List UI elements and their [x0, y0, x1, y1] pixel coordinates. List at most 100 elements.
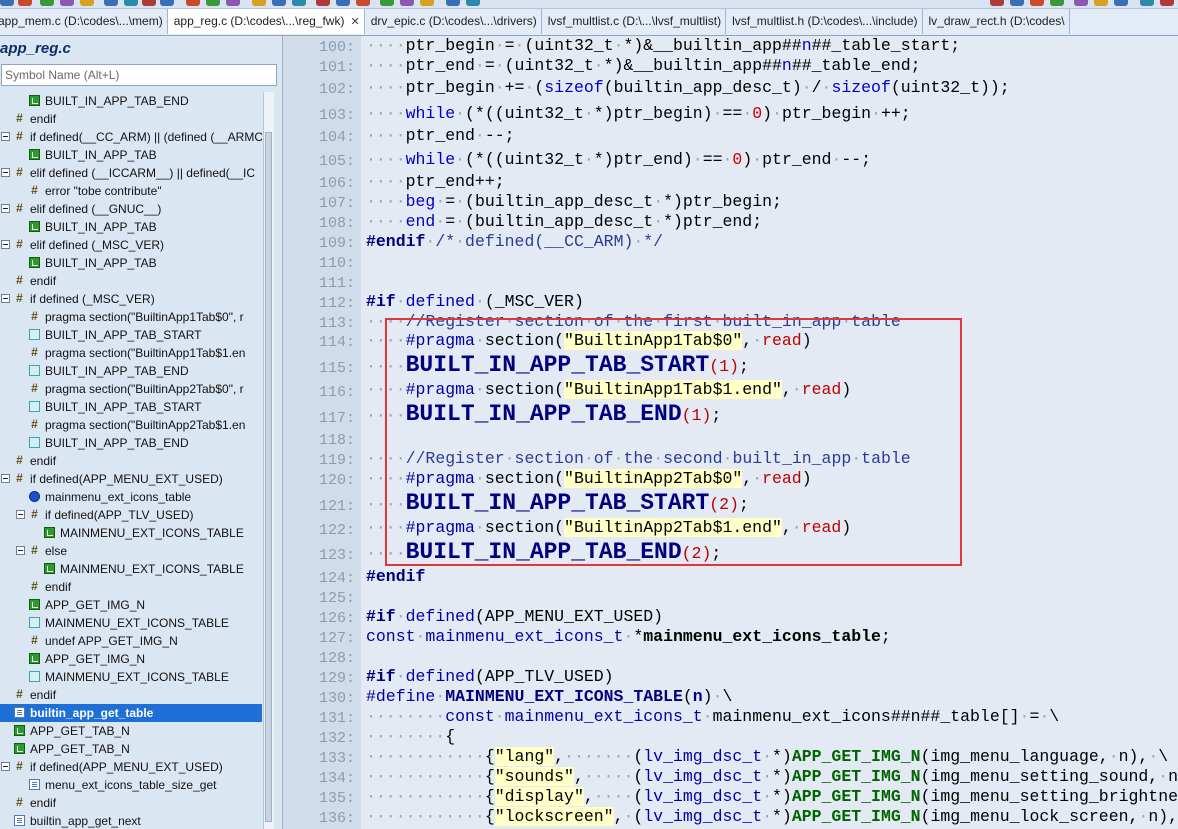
toolbar-button[interactable]: [226, 0, 240, 6]
toolbar-button[interactable]: [40, 0, 54, 6]
tree-item[interactable]: MAINMENU_EXT_ICONS_TABLE: [0, 560, 262, 578]
tree-item[interactable]: #endif: [0, 794, 262, 812]
code-editor[interactable]: 100:101:102:103:104:105:106:107:108:109:…: [283, 36, 1178, 829]
toolbar-button[interactable]: [18, 0, 32, 6]
collapse-icon[interactable]: [1, 294, 10, 303]
tree-item[interactable]: APP_GET_IMG_N: [0, 650, 262, 668]
tree-item[interactable]: APP_GET_IMG_N: [0, 596, 262, 614]
tree-item[interactable]: menu_ext_icons_table_size_get: [0, 776, 262, 794]
tab-active[interactable]: app_reg.c (D:\codes\...\reg_fwk)✕: [167, 9, 365, 34]
tree-item[interactable]: #if defined(__CC_ARM) || (defined (__ARM…: [0, 128, 262, 146]
toolbar-button[interactable]: [990, 0, 1004, 6]
tree-item[interactable]: BUILT_IN_APP_TAB: [0, 146, 262, 164]
scrollbar-thumb[interactable]: [265, 132, 272, 822]
tab[interactable]: drv_epic.c (D:\codes\...\drivers): [365, 9, 542, 34]
toolbar-button[interactable]: [1010, 0, 1024, 6]
toolbar-button[interactable]: [124, 0, 138, 6]
toolbar-button[interactable]: [60, 0, 74, 6]
tab[interactable]: lvsf_multlist.h (D:\codes\...\include): [726, 9, 923, 34]
toolbar-button[interactable]: [1030, 0, 1044, 6]
tab[interactable]: lvsf_multlist.c (D:\...\lvsf_multlist): [542, 9, 727, 34]
collapse-icon[interactable]: [1, 132, 10, 141]
toolbar-button[interactable]: [1160, 0, 1174, 6]
symbol-search-input[interactable]: [1, 64, 277, 86]
tree-item[interactable]: BUILT_IN_APP_TAB_END: [0, 362, 262, 380]
tree-item[interactable]: BUILT_IN_APP_TAB: [0, 254, 262, 272]
collapse-icon[interactable]: [1, 762, 10, 771]
toolbar-button[interactable]: [1094, 0, 1108, 6]
line-number: 106:: [318, 175, 355, 192]
toolbar-button[interactable]: [142, 0, 156, 6]
tree-item[interactable]: BUILT_IN_APP_TAB_START: [0, 326, 262, 344]
toolbar-button[interactable]: [446, 0, 460, 6]
tree-item[interactable]: #pragma section("BuiltinApp2Tab$0", r: [0, 380, 262, 398]
toolbar-button[interactable]: [316, 0, 330, 6]
toolbar-button[interactable]: [1114, 0, 1128, 6]
tree-item[interactable]: #endif: [0, 452, 262, 470]
preprocessor-icon: #: [16, 471, 23, 485]
collapse-icon[interactable]: [1, 204, 10, 213]
line-number: 131:: [318, 710, 355, 727]
tab[interactable]: lv_draw_rect.h (D:\codes\: [923, 9, 1070, 34]
toolbar-button[interactable]: [252, 0, 266, 6]
collapse-icon[interactable]: [16, 510, 25, 519]
toolbar-button[interactable]: [186, 0, 200, 6]
toolbar-button[interactable]: [292, 0, 306, 6]
tree-item[interactable]: BUILT_IN_APP_TAB_END: [0, 92, 262, 110]
toolbar-button[interactable]: [272, 0, 286, 6]
toolbar-button[interactable]: [0, 0, 14, 6]
tree-item[interactable]: #endif: [0, 272, 262, 290]
tree-item[interactable]: APP_GET_TAB_N: [0, 722, 262, 740]
tree-item-label: if defined(APP_TLV_USED): [45, 508, 194, 522]
preprocessor-icon: #: [16, 795, 23, 809]
tree-item[interactable]: builtin_app_get_next: [0, 812, 262, 829]
tree-item[interactable]: #if defined(APP_MENU_EXT_USED): [0, 758, 262, 776]
tree-item[interactable]: #endif: [0, 686, 262, 704]
toolbar-button[interactable]: [206, 0, 220, 6]
tree-item[interactable]: #elif defined (__GNUC__): [0, 200, 262, 218]
tree-item[interactable]: BUILT_IN_APP_TAB: [0, 218, 262, 236]
tree-item[interactable]: #if defined(APP_TLV_USED): [0, 506, 262, 524]
symbol-tree-scrollbar[interactable]: [263, 92, 274, 829]
toolbar-button[interactable]: [380, 0, 394, 6]
toolbar-button[interactable]: [466, 0, 480, 6]
close-icon[interactable]: ✕: [350, 16, 360, 28]
tree-item[interactable]: #elif defined (_MSC_VER): [0, 236, 262, 254]
tree-item[interactable]: BUILT_IN_APP_TAB_END: [0, 434, 262, 452]
tree-item[interactable]: #else: [0, 542, 262, 560]
collapse-icon[interactable]: [1, 474, 10, 483]
tree-item[interactable]: builtin_app_get_table: [0, 704, 262, 722]
tree-item[interactable]: #error "tobe contribute": [0, 182, 262, 200]
toolbar-button[interactable]: [356, 0, 370, 6]
collapse-icon[interactable]: [16, 546, 25, 555]
toolbar-button[interactable]: [420, 0, 434, 6]
collapse-icon[interactable]: [1, 168, 10, 177]
tree-item[interactable]: #if defined (_MSC_VER): [0, 290, 262, 308]
tree-item[interactable]: #endif: [0, 578, 262, 596]
tree-item-label: BUILT_IN_APP_TAB: [45, 256, 157, 270]
toolbar-button[interactable]: [160, 0, 174, 6]
tree-item[interactable]: #pragma section("BuiltinApp2Tab$1.en: [0, 416, 262, 434]
toolbar-button[interactable]: [400, 0, 414, 6]
line-number: 116:: [318, 384, 355, 401]
tree-item[interactable]: #endif: [0, 110, 262, 128]
collapse-icon[interactable]: [1, 240, 10, 249]
toolbar-button[interactable]: [1140, 0, 1154, 6]
toolbar-button[interactable]: [336, 0, 350, 6]
tab[interactable]: app_mem.c (D:\codes\...\mem): [0, 9, 168, 34]
tree-item[interactable]: #elif defined (__ICCARM__) || defined(__…: [0, 164, 262, 182]
tree-item[interactable]: #undef APP_GET_IMG_N: [0, 632, 262, 650]
tree-item[interactable]: BUILT_IN_APP_TAB_START: [0, 398, 262, 416]
toolbar-button[interactable]: [1074, 0, 1088, 6]
tree-item[interactable]: mainmenu_ext_icons_table: [0, 488, 262, 506]
toolbar-button[interactable]: [1050, 0, 1064, 6]
toolbar-button[interactable]: [80, 0, 94, 6]
tree-item[interactable]: #if defined(APP_MENU_EXT_USED): [0, 470, 262, 488]
tree-item[interactable]: #pragma section("BuiltinApp1Tab$1.en: [0, 344, 262, 362]
tree-item[interactable]: MAINMENU_EXT_ICONS_TABLE: [0, 524, 262, 542]
tree-item[interactable]: APP_GET_TAB_N: [0, 740, 262, 758]
tree-item[interactable]: MAINMENU_EXT_ICONS_TABLE: [0, 614, 262, 632]
tree-item[interactable]: MAINMENU_EXT_ICONS_TABLE: [0, 668, 262, 686]
tree-item[interactable]: #pragma section("BuiltinApp1Tab$0", r: [0, 308, 262, 326]
toolbar-button[interactable]: [104, 0, 118, 6]
